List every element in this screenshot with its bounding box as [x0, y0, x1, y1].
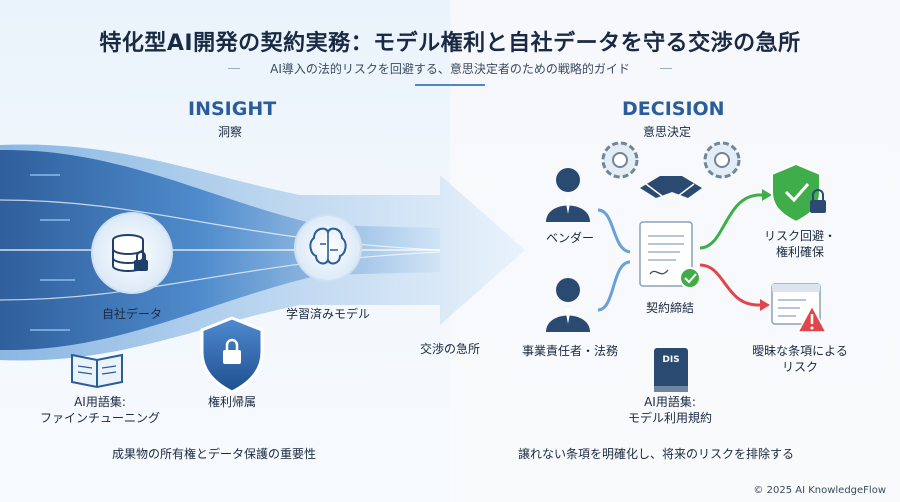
database-icon: [91, 212, 173, 294]
decision-glossary-line2: モデル利用規約: [627, 411, 712, 426]
subtitle-right-rule: [660, 68, 672, 69]
business-connector: [597, 260, 631, 312]
page-subtitle: AI導入の法的リスクを回避する、意思決定者のための戦略的ガイド: [270, 62, 630, 76]
negotiation-point-label: 交渉の急所: [419, 342, 480, 356]
subtitle-left-rule: [228, 68, 240, 69]
decision-glossary: AI用語集: モデル利用規約: [605, 394, 735, 426]
contract-label: 契約締結: [645, 301, 694, 315]
ambiguous-line1: 曖昧な条項による: [752, 344, 848, 358]
flow-arrow: [0, 144, 525, 361]
vendor-connector: [597, 208, 631, 254]
shield-lock-icon: [200, 316, 264, 394]
business-legal-label: 事業責任者・法務: [521, 344, 618, 358]
page-title: 特化型AI開発の契約実務：モデル権利と自社データを守る交渉の急所: [99, 31, 801, 56]
rights-label: 権利帰属: [207, 395, 256, 409]
success-arrowhead: [762, 189, 772, 201]
vendor-label: ベンダー: [545, 231, 594, 245]
decision-title: DECISION: [622, 98, 725, 120]
risk-path: [699, 263, 766, 307]
risk-avoid-line2: 権利確保: [775, 245, 824, 260]
ambiguous-risk-label: 曖昧な条項による リスク: [740, 343, 860, 375]
decision-subtitle: 意思決定: [643, 125, 692, 139]
insight-subtitle: 洞察: [218, 125, 243, 139]
subtitle-accent-bar: [415, 84, 485, 86]
insight-glossary-line2: ファインチューニング: [39, 411, 160, 426]
risk-avoid-line1: リスク回避・: [763, 229, 836, 243]
insight-footer: 成果物の所有権とデータ保護の重要性: [112, 447, 317, 461]
business-person-icon: [546, 278, 590, 332]
ambiguous-line2: リスク: [781, 360, 818, 375]
insight-title: INSIGHT: [188, 98, 277, 120]
insight-glossary-line1: AI用語集:: [74, 395, 126, 409]
own-data-label: 自社データ: [101, 307, 162, 321]
insight-glossary: AI用語集: ファインチューニング: [30, 394, 170, 426]
risk-avoid-label: リスク回避・ 権利確保: [750, 228, 850, 260]
risk-arrowhead: [760, 299, 770, 311]
trained-model-label: 学習済みモデル: [285, 307, 370, 321]
book-icon: [71, 353, 123, 389]
decision-footer: 譲れない条項を明確化し、将来のリスクを排除する: [518, 447, 795, 461]
copyright: © 2025 AI KnowledgeFlow: [753, 485, 886, 496]
success-path: [699, 193, 768, 250]
terms-book-icon: [654, 348, 688, 392]
warning-document-icon: [771, 283, 828, 333]
contract-document-icon: [639, 221, 701, 289]
gears-handshake-icon: [601, 141, 741, 198]
vendor-person-icon: [546, 168, 590, 222]
terms-book-tag: DIS: [662, 355, 680, 365]
check-shield-icon: [771, 162, 826, 224]
brain-icon: [294, 214, 362, 282]
decision-glossary-line1: AI用語集:: [644, 395, 696, 409]
